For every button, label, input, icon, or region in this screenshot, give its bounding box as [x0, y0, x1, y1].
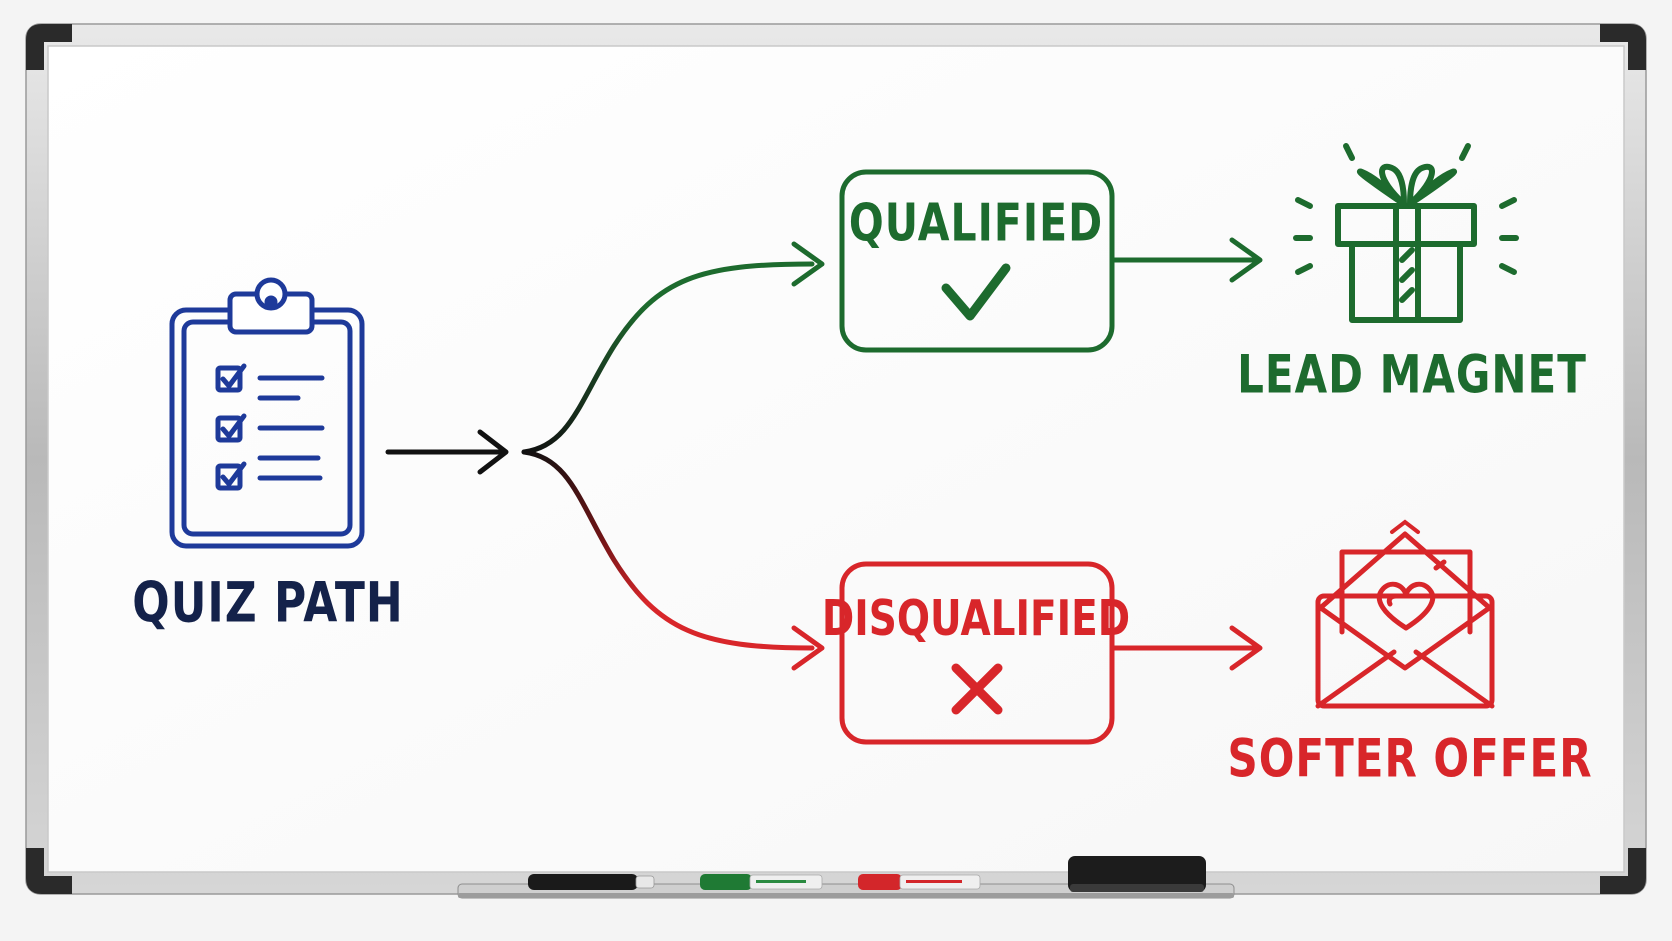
arrowhead-qualified	[791, 241, 825, 287]
node-label-quiz-path: QUIZ PATH	[132, 571, 404, 636]
gift-icon	[1293, 143, 1519, 323]
node-label-softer-offer: SOFTER OFFER	[1227, 727, 1593, 789]
envelope-top-accent	[1390, 519, 1420, 534]
edge-quiz-disqualified	[521, 449, 815, 651]
clipboard-checklist-icon	[169, 277, 365, 549]
edge-disqualified-softer-offer	[1111, 625, 1263, 671]
marker-black[interactable]	[528, 874, 655, 890]
x-icon	[951, 663, 1003, 715]
check-icon	[941, 263, 1011, 321]
edge-quiz-arrow	[385, 429, 509, 475]
marker-red[interactable]	[858, 874, 981, 890]
disqualified-box	[839, 561, 1115, 745]
edge-qualified-lead-magnet	[1111, 237, 1263, 283]
node-label-qualified: QUALIFIED	[848, 192, 1104, 253]
marker-green[interactable]	[700, 874, 823, 890]
arrowhead-disqualified	[791, 625, 825, 671]
node-label-lead-magnet: LEAD MAGNET	[1237, 343, 1587, 405]
node-label-disqualified: DISQUALIFIED	[821, 591, 1131, 648]
envelope-heart-icon	[1315, 531, 1495, 709]
edge-quiz-qualified	[521, 261, 815, 455]
eraser[interactable]	[1068, 856, 1206, 892]
board-frame	[25, 23, 1647, 895]
